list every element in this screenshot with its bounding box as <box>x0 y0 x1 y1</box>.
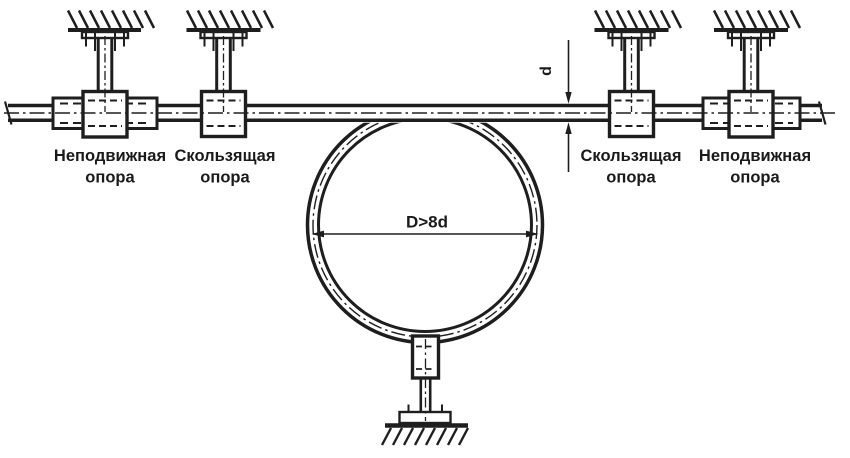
label-line2: опора <box>200 169 250 187</box>
hanger-right-fixed <box>712 9 802 93</box>
hanger-rod <box>215 38 232 93</box>
plate-bolts <box>611 33 652 51</box>
clamp-body <box>727 89 775 139</box>
dimension-loop-diameter: D>8d <box>311 213 539 238</box>
label-right-sliding: Скользящая опора <box>580 147 681 187</box>
ground-hatch-icon <box>380 427 470 446</box>
ceiling-hatch-icon <box>712 9 802 29</box>
support-stem <box>419 378 432 412</box>
label-line1: Скользящая <box>580 147 681 165</box>
hanger-left-sliding <box>185 9 275 93</box>
arrow-up-icon <box>565 122 572 134</box>
ceiling-hatch-icon <box>593 9 683 29</box>
arrow-down-icon <box>565 92 572 104</box>
hanger-rod <box>742 38 760 93</box>
support-labels: Неподвижная опора Скользящая опора Сколь… <box>54 147 811 187</box>
clamp-body <box>81 89 129 139</box>
clamp-left-fixed <box>81 36 129 139</box>
hanger-right-sliding <box>593 9 683 93</box>
clamp-body <box>410 334 441 380</box>
label-left-sliding: Скользящая опора <box>174 147 275 187</box>
label-left-fixed: Неподвижная опора <box>54 147 166 187</box>
label-line2: опора <box>85 169 135 187</box>
arrow-left-icon <box>311 230 324 238</box>
clamp-body <box>607 89 656 139</box>
label-line1: Скользящая <box>174 147 275 165</box>
hanger-left-fixed <box>66 9 156 93</box>
ceiling-hatch-icon <box>66 9 156 29</box>
loop-diameter-label: D>8d <box>406 213 448 232</box>
plate-bolts <box>85 33 125 51</box>
clamp-right-sliding <box>607 36 656 139</box>
label-right-fixed: Неподвижная опора <box>699 147 811 187</box>
label-line2: опора <box>730 169 780 187</box>
clamp-left-sliding <box>199 36 248 139</box>
label-line1: Неподвижная <box>699 147 811 165</box>
label-line2: опора <box>606 169 656 187</box>
arrow-right-icon <box>526 230 539 238</box>
hanger-rod <box>623 38 640 93</box>
label-line1: Неподвижная <box>54 147 166 165</box>
hanger-rod <box>96 38 114 93</box>
ceiling-hatch-icon <box>185 9 275 29</box>
plate-bolts <box>203 33 244 51</box>
dimension-pipe-diameter: d <box>538 40 572 172</box>
bottom-support <box>380 334 470 446</box>
pipe-diameter-label: d <box>538 66 555 76</box>
plate-bolts <box>731 33 771 51</box>
clamp-right-fixed <box>727 36 775 139</box>
clamp-body <box>199 89 248 139</box>
plate-bolts <box>407 404 443 412</box>
